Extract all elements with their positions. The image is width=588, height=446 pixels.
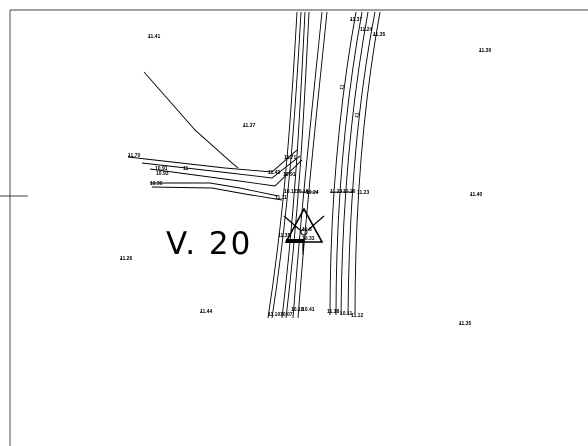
- spot-level: 11.23: [330, 189, 342, 195]
- spot-level: 11.30: [479, 48, 491, 54]
- spot-level: 11.24: [360, 27, 372, 33]
- curb-mark: 11: [183, 166, 189, 172]
- spot-level: 11.44: [200, 309, 212, 315]
- spot-level: 11.35: [278, 233, 290, 239]
- spot-level: 11.37: [350, 17, 362, 23]
- survey-point-label: 10.3: [302, 227, 312, 233]
- spot-level: 10.33: [302, 236, 315, 242]
- spot-level: 10.91: [155, 166, 168, 172]
- spot-level: 11.70: [128, 153, 140, 159]
- spot-levels: 11.41 11.37 11.35 11.30 11.37 11.70 11.7…: [120, 17, 491, 327]
- spot-level: 11.26: [120, 256, 132, 262]
- sheet-frame: [0, 9, 588, 446]
- spot-level: 11.11: [275, 195, 287, 201]
- spot-level: 11.37: [243, 123, 255, 129]
- curb-mark: 11: [354, 112, 361, 118]
- spot-level: 10.93: [156, 171, 169, 177]
- road-lines: [127, 11, 381, 319]
- spot-level: 10.07: [280, 312, 293, 318]
- spot-level: 11.35: [373, 32, 385, 38]
- spot-level: 10.11: [340, 311, 352, 317]
- spot-level: 10.12: [284, 189, 297, 195]
- spot-level: 11.18: [327, 309, 339, 315]
- spot-level: 11.12: [351, 313, 363, 319]
- spot-level: 11.49: [268, 170, 280, 176]
- spot-level: 11.35: [459, 321, 471, 327]
- spot-level: 11.40: [470, 192, 482, 198]
- spot-level: 10.96: [150, 181, 163, 187]
- spot-level: 10.26: [343, 189, 356, 195]
- spot-level: 11.10: [268, 312, 280, 318]
- sheet-title: V. 20: [166, 226, 252, 262]
- curb-mark: 11: [339, 84, 346, 90]
- curb-marks: 11 11 11: [183, 84, 361, 172]
- spot-level: 10.41: [302, 307, 315, 313]
- spot-level: 10.18: [291, 307, 304, 313]
- spot-level: 11.41: [148, 34, 160, 40]
- survey-point-symbol: 10.3: [283, 207, 325, 255]
- spot-level: 11.71: [284, 155, 296, 161]
- spot-level: 11.23: [357, 190, 369, 196]
- spot-level: 10.16: [296, 189, 309, 195]
- spot-level: 10.24: [306, 190, 319, 196]
- spot-level: 10.91: [283, 172, 296, 178]
- level-markers: [120, 19, 481, 325]
